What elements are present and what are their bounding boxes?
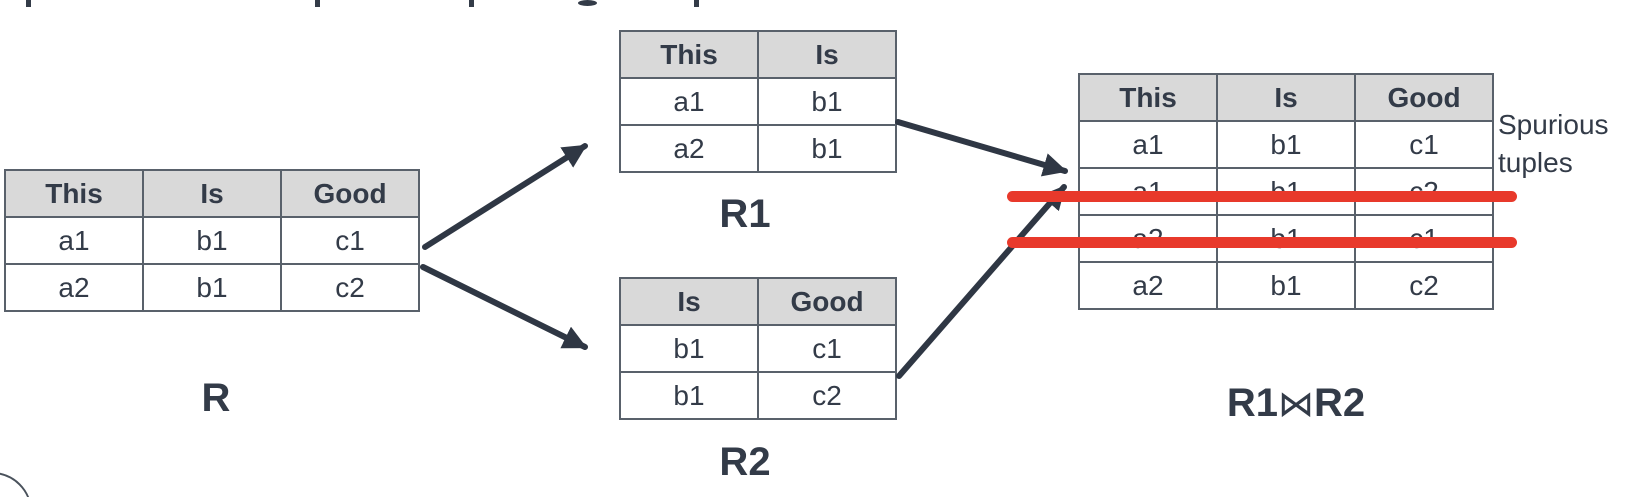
column-header: This	[1078, 73, 1218, 122]
bowtie-join-symbol: ⋈	[1278, 383, 1314, 424]
strike-bar-spurious-row-1	[1007, 191, 1517, 202]
cell: b1	[142, 263, 282, 312]
table-row: Is Good	[619, 277, 897, 326]
arrow-r-to-r1	[422, 143, 588, 250]
cell: a1	[619, 77, 759, 126]
cell: a1	[4, 216, 144, 265]
table-row: b1 c1	[619, 324, 897, 373]
clipped-title-fragment	[469, 0, 474, 7]
table-row: b1 c2	[619, 371, 897, 420]
table-row: a1 b1 c1	[4, 216, 420, 265]
table-row: This Is Good	[4, 169, 420, 218]
table-r2: Is Good b1 c1 b1 c2	[619, 277, 897, 420]
column-header: Is	[1216, 73, 1356, 122]
annotation-line: tuples	[1498, 147, 1573, 178]
cell: b1	[1216, 120, 1356, 169]
column-header: This	[4, 169, 144, 218]
clipped-title-fragment	[26, 0, 31, 7]
cell: a2	[1078, 261, 1218, 310]
cell: a2	[4, 263, 144, 312]
table-row: This Is	[619, 30, 897, 79]
arrow-r-to-r2	[420, 264, 588, 350]
cell: c1	[280, 216, 420, 265]
annotation-line: Spurious	[1498, 109, 1609, 140]
table-row: a1 b1	[619, 77, 897, 126]
table-row: a2 b1 c2	[4, 263, 420, 312]
column-header: Good	[1354, 73, 1494, 122]
join-left: R1	[1226, 381, 1278, 425]
strike-bar-spurious-row-2	[1007, 237, 1517, 248]
cell: b1	[757, 124, 897, 173]
table-r-label: R	[201, 376, 231, 420]
table-row: a2 b1	[619, 124, 897, 173]
column-header: Is	[757, 30, 897, 79]
clipped-title-fragment	[694, 0, 699, 7]
cell: b1	[619, 371, 759, 420]
cell: a2	[619, 124, 759, 173]
table-r1-label: R1	[719, 192, 771, 236]
table-row: a2 b1 c2	[1078, 261, 1494, 310]
cell: b1	[1216, 261, 1356, 310]
cell: c1	[1354, 120, 1494, 169]
table-r: This Is Good a1 b1 c1 a2 b1 c2	[4, 169, 420, 312]
cell: a1	[1078, 120, 1218, 169]
table-r2-label: R2	[719, 440, 771, 484]
clipped-title-fragment	[578, 0, 597, 6]
column-header: This	[619, 30, 759, 79]
join-right: R2	[1314, 381, 1366, 425]
clipped-title-fragment	[315, 0, 320, 7]
table-row: This Is Good	[1078, 73, 1494, 122]
column-header: Good	[280, 169, 420, 218]
table-row: a1 b1 c1	[1078, 120, 1494, 169]
cell: c2	[757, 371, 897, 420]
cell: b1	[619, 324, 759, 373]
corner-circle-fragment	[0, 472, 32, 497]
column-header: Is	[619, 277, 759, 326]
column-header: Is	[142, 169, 282, 218]
cell: b1	[142, 216, 282, 265]
column-header: Good	[757, 277, 897, 326]
cell: c2	[1354, 261, 1494, 310]
spurious-tuples-annotation: Spurious tuples	[1498, 106, 1609, 182]
table-r1: This Is a1 b1 a2 b1	[619, 30, 897, 173]
arrow-r2-to-join	[896, 184, 1067, 379]
cell: c1	[757, 324, 897, 373]
cell: c2	[280, 263, 420, 312]
table-join-label: R1⋈R2	[1227, 381, 1365, 426]
arrow-r1-to-join	[895, 119, 1068, 177]
cell: b1	[757, 77, 897, 126]
